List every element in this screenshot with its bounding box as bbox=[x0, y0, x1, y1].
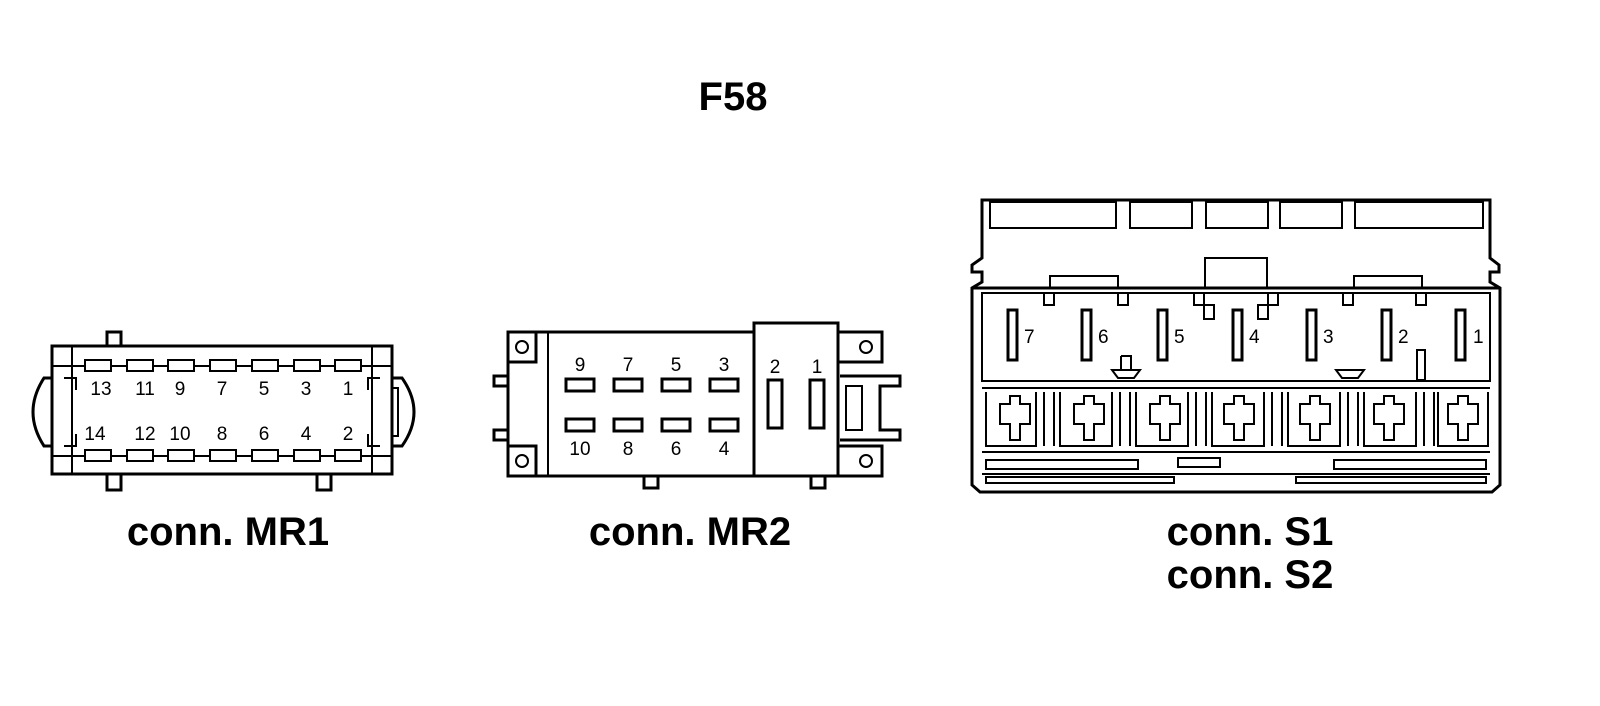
mr2-caption: conn. MR2 bbox=[589, 510, 791, 554]
mr2-pin-label: 9 bbox=[575, 355, 586, 376]
mr1-pin-label: 9 bbox=[175, 379, 186, 400]
mr1-pin-label: 5 bbox=[259, 379, 270, 400]
mr1-pin-slot bbox=[293, 449, 321, 462]
s-pin-bar bbox=[1380, 308, 1393, 362]
mr2-pin-slot bbox=[660, 377, 692, 393]
s-pin-bar bbox=[1006, 308, 1019, 362]
s1-caption: conn. S1 bbox=[1167, 510, 1334, 554]
s-pin-label: 6 bbox=[1098, 327, 1109, 348]
mr1-pin-slot bbox=[167, 449, 195, 462]
mr1-pin-label: 13 bbox=[90, 379, 111, 400]
mr2-pin-label: 2 bbox=[770, 357, 781, 378]
mr1-pin-slot bbox=[334, 359, 362, 372]
mr1-pin-label: 7 bbox=[217, 379, 228, 400]
s2-caption: conn. S2 bbox=[1167, 553, 1334, 597]
s-pin-bar bbox=[1454, 308, 1467, 362]
mr2-pin-slot bbox=[660, 417, 692, 433]
mr1-pin-slot bbox=[293, 359, 321, 372]
mr2-pin-label: 7 bbox=[623, 355, 634, 376]
mr2-pin-slot bbox=[808, 378, 826, 430]
mr1-pin-label: 11 bbox=[135, 379, 155, 400]
s-terminal-cells bbox=[985, 392, 1489, 447]
connector-mr1: 13 11 9 7 5 3 1 14 12 10 8 6 4 2 conn. M… bbox=[31, 330, 416, 554]
s-pin-bar bbox=[1305, 308, 1318, 362]
mr1-pin-label: 8 bbox=[217, 424, 228, 445]
connector-s1-s2: 7 6 5 4 3 2 1 bbox=[970, 198, 1502, 597]
mr1-pin-slot bbox=[251, 359, 279, 372]
mr2-pin-label: 6 bbox=[671, 439, 682, 460]
s-pin-label: 1 bbox=[1473, 327, 1484, 348]
s-pin-label: 4 bbox=[1249, 327, 1260, 348]
mr1-pin-label: 1 bbox=[343, 379, 354, 400]
mr1-pin-slot bbox=[167, 359, 195, 372]
mr2-pin-slot bbox=[564, 377, 596, 393]
mr1-pin-label: 6 bbox=[259, 424, 270, 445]
mr1-bottom-pin-slots bbox=[84, 449, 362, 462]
mr1-pin-label: 12 bbox=[134, 424, 155, 445]
mr1-top-pin-slots bbox=[84, 359, 362, 372]
s-pin-bar bbox=[1156, 308, 1169, 362]
mr1-pin-slot bbox=[84, 359, 112, 372]
s-pin-label: 7 bbox=[1024, 327, 1035, 348]
mr2-pin-slots bbox=[564, 377, 826, 433]
s-pin-bar bbox=[1231, 308, 1244, 362]
mr1-pin-label: 2 bbox=[343, 424, 354, 445]
mr1-pin-label: 14 bbox=[84, 424, 106, 445]
s-pin-label: 3 bbox=[1323, 327, 1334, 348]
mr2-pin-label: 5 bbox=[671, 355, 682, 376]
mr2-pin-slot bbox=[708, 377, 740, 393]
mr1-caption: conn. MR1 bbox=[127, 510, 329, 554]
mr2-pin-label: 10 bbox=[569, 439, 590, 460]
mr2-pin-slot bbox=[766, 378, 784, 430]
mr2-pin-slot bbox=[612, 417, 644, 433]
mr1-pin-slot bbox=[209, 359, 237, 372]
mr2-pin-label: 1 bbox=[812, 357, 823, 378]
mr1-pin-label: 10 bbox=[169, 424, 190, 445]
connector-mr2: 9 7 5 3 10 8 6 4 2 1 conn. MR2 bbox=[492, 321, 902, 554]
mr1-pin-label: 3 bbox=[301, 379, 312, 400]
s-pin-bars bbox=[1006, 308, 1467, 362]
mr2-pin-label: 3 bbox=[719, 355, 730, 376]
mr2-pin-slot bbox=[564, 417, 596, 433]
mr1-pin-slot bbox=[251, 449, 279, 462]
mr2-pin-label: 4 bbox=[719, 439, 730, 460]
mr1-pin-slot bbox=[126, 359, 154, 372]
mr1-pin-slot bbox=[209, 449, 237, 462]
mr1-pin-slot bbox=[334, 449, 362, 462]
mr1-pin-label: 4 bbox=[301, 424, 312, 445]
mr2-pin-label: 8 bbox=[623, 439, 634, 460]
mr2-pin-slot bbox=[708, 417, 740, 433]
mr2-pin-slot bbox=[612, 377, 644, 393]
diagram-title: F58 bbox=[699, 75, 768, 119]
mr1-pin-slot bbox=[126, 449, 154, 462]
mr1-pin-slot bbox=[84, 449, 112, 462]
s-pin-label: 2 bbox=[1398, 327, 1409, 348]
s-pin-label: 5 bbox=[1174, 327, 1185, 348]
s-pin-bar bbox=[1080, 308, 1093, 362]
